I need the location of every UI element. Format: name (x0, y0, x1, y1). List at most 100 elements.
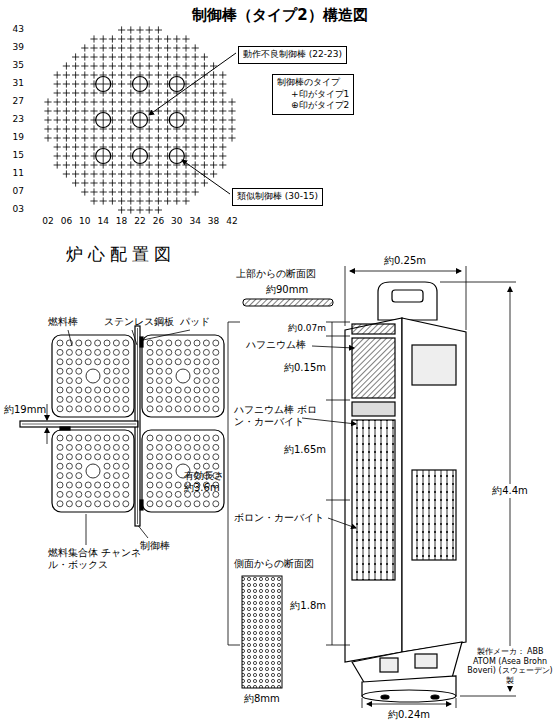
cross-mark (204, 161, 205, 168)
cross-mark (158, 143, 159, 150)
fuel-rod (166, 473, 172, 479)
fuel-rod (123, 396, 129, 402)
fuel-rod (185, 396, 191, 402)
fuel-rod (95, 444, 101, 450)
fuel-rod (213, 378, 219, 384)
cross-mark (140, 149, 141, 164)
cross-mark (75, 53, 76, 60)
cross-mark (121, 116, 122, 123)
cross-mark (103, 35, 104, 42)
fuel-rod (113, 387, 119, 393)
cross-mark (158, 161, 159, 168)
cross-mark (158, 188, 159, 195)
cross-mark (57, 125, 58, 132)
cross-mark (204, 62, 205, 69)
cross-mark (167, 134, 168, 141)
fuel-rod (156, 396, 162, 402)
fuel-rod (147, 378, 153, 384)
cross-mark (121, 89, 122, 96)
cross-mark (195, 98, 196, 105)
fuel-rod (85, 396, 91, 402)
cross-mark (158, 26, 159, 33)
cross-mark (103, 188, 104, 195)
fuel-rod (85, 435, 91, 441)
cross-mark (66, 161, 67, 168)
fuel-rod (175, 396, 181, 402)
fuel-rod (113, 435, 119, 441)
water-rod (86, 369, 100, 383)
cross-mark (121, 161, 122, 168)
fuel-rod (166, 406, 172, 412)
fuel-rod (185, 349, 191, 355)
fuel-rod (147, 368, 153, 374)
fuel-rod (104, 406, 110, 412)
cross-mark (130, 188, 131, 195)
fuel-rod (213, 359, 219, 365)
fuel-rod (57, 359, 63, 365)
cross-mark (149, 80, 150, 87)
cross-mark (167, 197, 168, 204)
legend-heading: 制御棒のタイプ (277, 77, 349, 89)
cross-mark (121, 125, 122, 132)
fuel-rod (147, 396, 153, 402)
fuel-rod (104, 387, 110, 393)
fuel-rods (57, 340, 219, 507)
leader-line (182, 160, 230, 194)
cross-mark (94, 179, 95, 186)
fuel-rod (156, 454, 162, 460)
fuel-rod (57, 454, 63, 460)
fuel-rod (66, 473, 72, 479)
dimension-label: 約0.15m (272, 362, 326, 374)
fuel-rod (185, 435, 191, 441)
fuel-rod (147, 444, 153, 450)
cross-mark (167, 116, 168, 123)
fuel-rod (76, 501, 82, 507)
fuel-rod (213, 396, 219, 402)
type2-rod-mark (169, 77, 184, 92)
cross-mark (130, 125, 131, 132)
cross-mark (158, 197, 159, 204)
cross-mark (195, 89, 196, 96)
cross-mark (94, 116, 95, 123)
cross-mark (48, 125, 49, 132)
fuel-rod (95, 349, 101, 355)
fuel-rod (147, 473, 153, 479)
fuel-rod (85, 454, 91, 460)
cross-mark (176, 134, 177, 141)
type2-rod-mark (96, 113, 111, 128)
cross-mark (130, 80, 131, 87)
cross-mark (186, 53, 187, 60)
top-section (243, 299, 333, 306)
cross-mark (84, 170, 85, 177)
axis-number: 27 (2, 96, 24, 107)
cross-mark (94, 143, 95, 150)
fuel-rod (194, 378, 200, 384)
cross-mark (112, 125, 113, 132)
cross-mark (167, 152, 168, 159)
cross-mark (103, 44, 104, 51)
fuel-rod (95, 491, 101, 497)
cross-mark (195, 107, 196, 114)
cross-mark (84, 53, 85, 60)
fuel-rod (147, 482, 153, 488)
fuel-rod (203, 463, 209, 469)
fuel-rod (203, 387, 209, 393)
fuel-rod (57, 491, 63, 497)
cross-mark (121, 107, 122, 114)
fuel-rod (123, 378, 129, 384)
axis-number: 34 (185, 216, 205, 227)
cross-mark (130, 161, 131, 168)
part-label: 制御棒 (140, 540, 170, 552)
cross-mark (94, 197, 95, 204)
cross-mark (57, 89, 58, 96)
fuel-rod (66, 378, 72, 384)
fuel-rod (57, 463, 63, 469)
fuel-rod (57, 444, 63, 450)
cross-mark (195, 125, 196, 132)
cross-mark (84, 134, 85, 141)
fuel-rod (85, 387, 91, 393)
cross-mark (66, 80, 67, 87)
fuel-rod (85, 491, 91, 497)
cross-mark (66, 116, 67, 123)
legend-box: 制御棒のタイプ+印がタイプ1⊕印がタイプ2 (272, 74, 354, 115)
